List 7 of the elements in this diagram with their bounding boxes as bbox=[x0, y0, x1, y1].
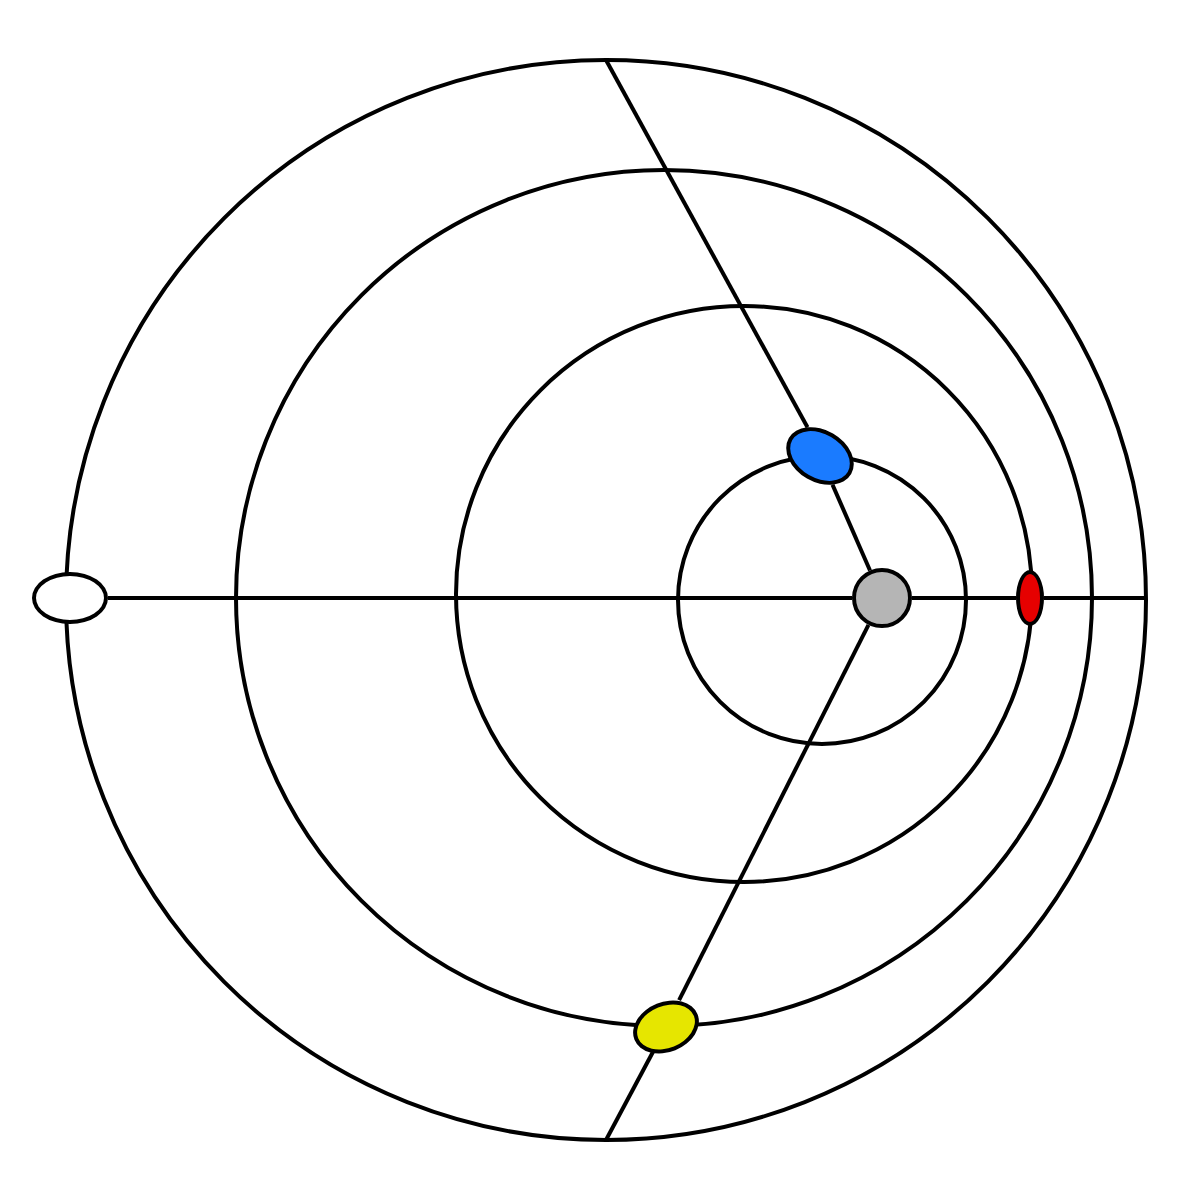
connector-line bbox=[677, 623, 871, 1001]
connector-line bbox=[830, 483, 872, 572]
center-body bbox=[852, 568, 912, 628]
orbit-body bbox=[1016, 570, 1044, 626]
orbit-body bbox=[32, 572, 108, 624]
connector-line bbox=[912, 596, 1016, 600]
connector-line bbox=[108, 596, 852, 600]
